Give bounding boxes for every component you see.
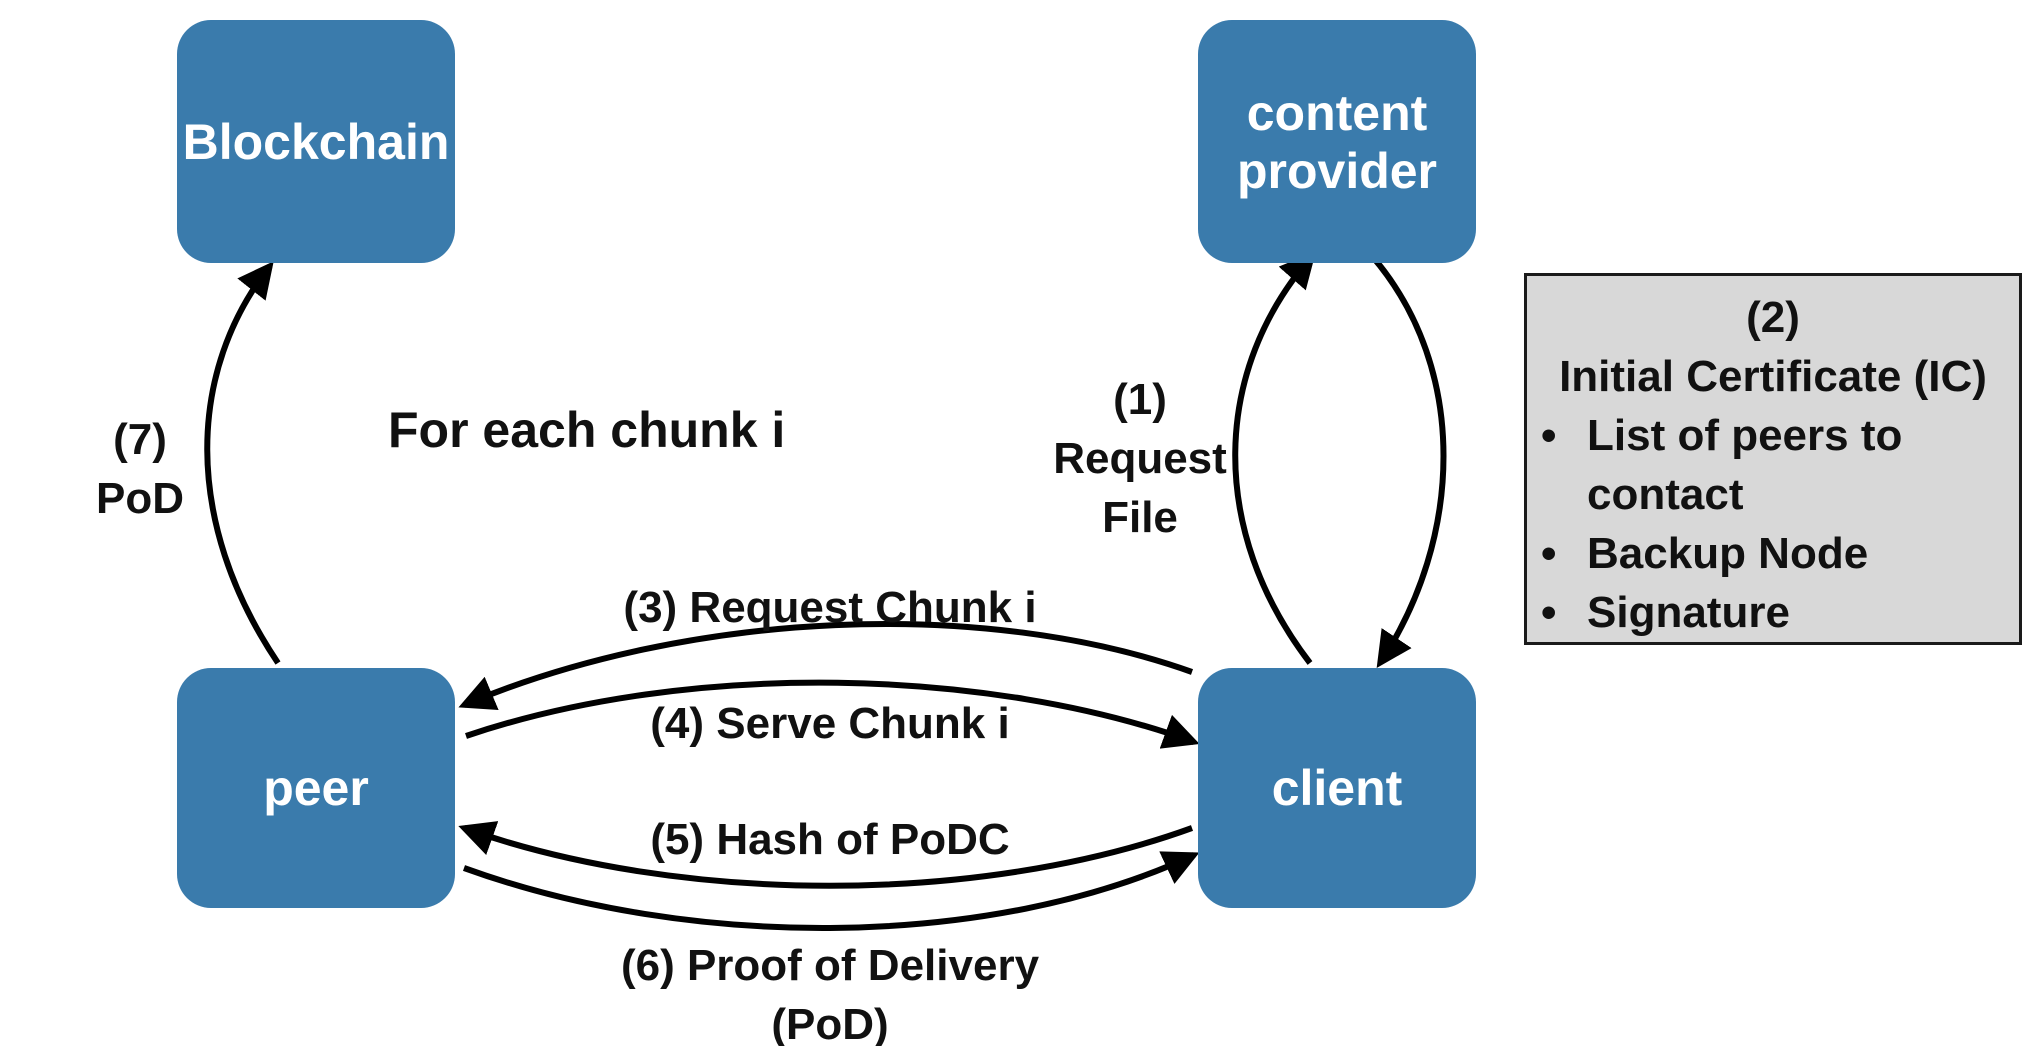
peer-node: peer (177, 668, 455, 908)
step1-label: (1) Request File (1053, 375, 1227, 542)
certificate-item: Signature (1541, 583, 2019, 642)
arrow-initial-certificate (1369, 254, 1447, 668)
certificate-item: List of peers to contact (1541, 406, 2019, 524)
certificate-title: Initial Certificate (IC) (1559, 352, 1987, 401)
arrow-serve-chunk (465, 679, 1200, 749)
content-provider-node: content provider (1198, 20, 1476, 263)
client-node-label: client (1271, 760, 1403, 816)
arrow-hash-podc (458, 821, 1194, 889)
loop-title: For each chunk i (388, 402, 786, 458)
step7-label: (7) PoD (96, 415, 184, 523)
step3-label: (3) Request Chunk i (623, 583, 1037, 632)
certificate-item: Backup Node (1541, 524, 2019, 583)
step6-label: (6) Proof of Delivery (PoD) (620, 941, 1040, 1046)
arrow-request-chunk (458, 621, 1194, 710)
certificate-item-list: List of peers to contact Backup Node Sig… (1527, 406, 2019, 642)
certificate-step-label: (2) (1746, 293, 1800, 342)
arrow-proof-of-delivery (462, 851, 1200, 931)
peer-node-label: peer (263, 760, 369, 816)
blockchain-node-label: Blockchain (182, 113, 450, 170)
step5-label: (5) Hash of PoDC (650, 815, 1010, 864)
client-node: client (1198, 668, 1476, 908)
arrow-request-file (1232, 251, 1316, 665)
arrow-pod-to-blockchain (204, 261, 281, 665)
step4-label: (4) Serve Chunk i (650, 699, 1010, 748)
blockchain-node: Blockchain (177, 20, 455, 263)
content-provider-node-label: content provider (1236, 84, 1438, 199)
initial-certificate-box: (2) Initial Certificate (IC) List of pee… (1524, 273, 2022, 645)
